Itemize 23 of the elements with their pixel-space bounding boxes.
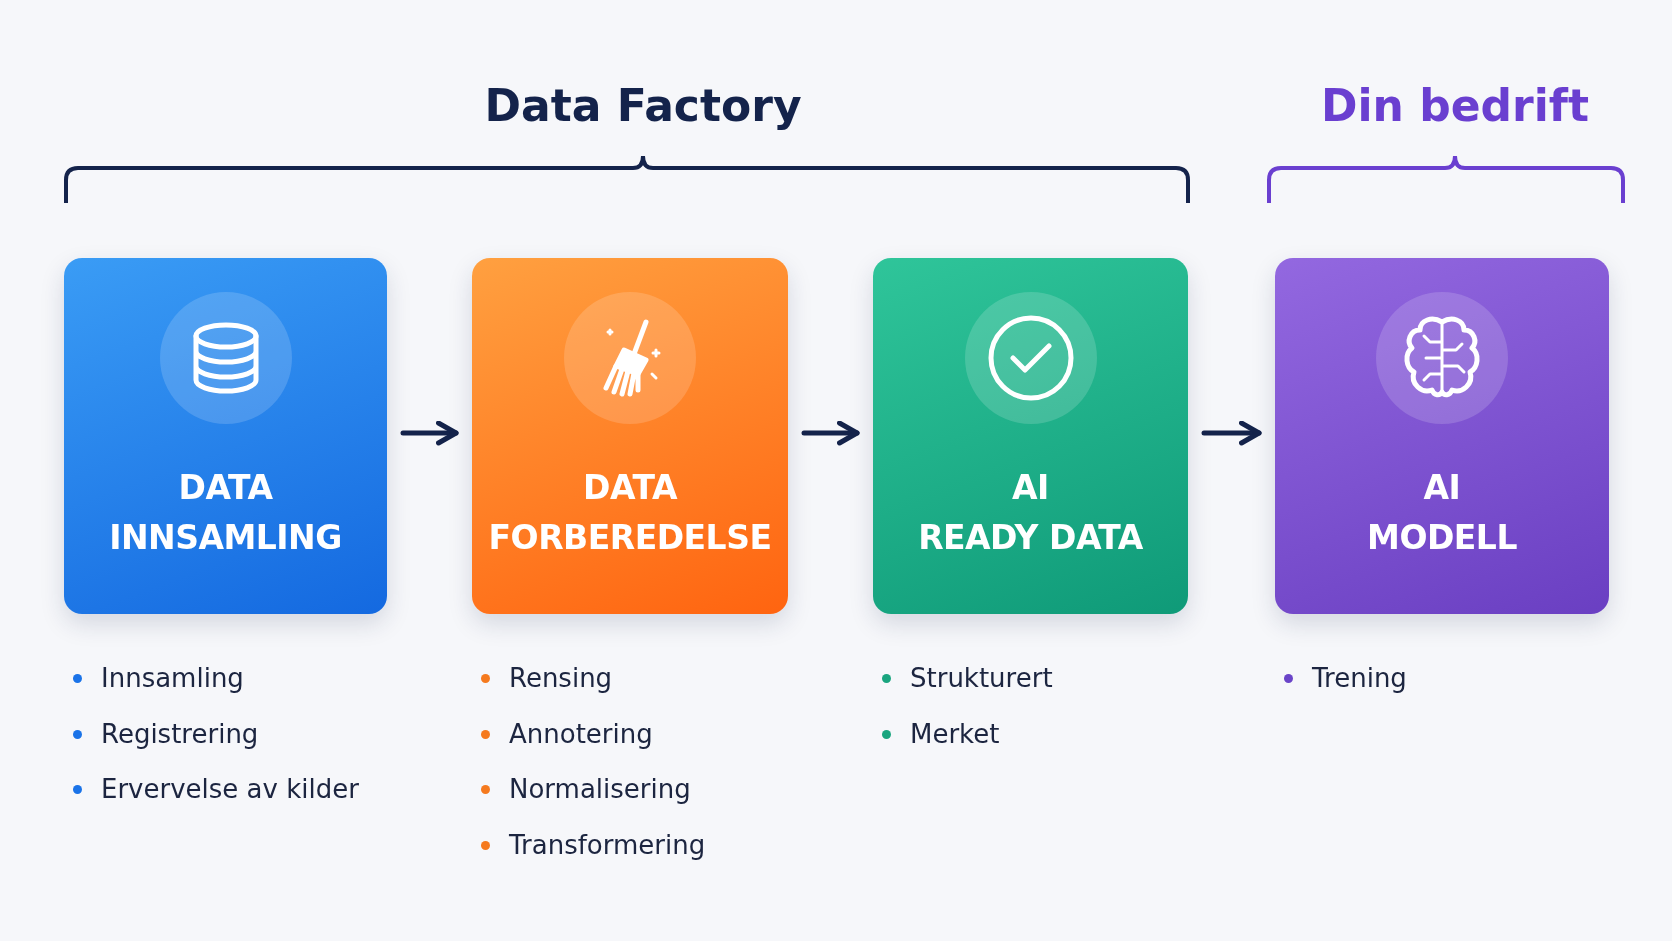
bullet-text: Normalisering [509,774,691,804]
process-card [873,258,1188,614]
arrow [801,420,860,446]
arrow [400,420,459,446]
arrow [1201,420,1262,446]
bullet-text: Ervervelse av kilder [101,774,359,804]
bullet-text: Transformering [509,829,706,860]
card-title: AI READY DATA [917,467,1144,559]
card-title: DATA FORBEREDELSE [487,467,773,559]
bullet-text: Innsamling [101,663,244,693]
bullet-text: Strukturert [910,663,1053,693]
bullet-text: Rensing [509,663,613,693]
bullet-text: Trening [1312,663,1407,693]
bullet-text: Registrering [101,718,259,749]
bullet-text: Annotering [509,718,653,749]
card-title: AI MODELL [1366,467,1518,559]
process-card [64,258,387,614]
bullet-text: Merket [910,718,1000,749]
process-card [472,258,788,614]
card-title: DATA INNSAMLING [108,467,343,559]
process-card [1275,258,1609,614]
section-heading: Din bedrift [1321,80,1589,131]
section-heading: Data Factory [484,80,802,131]
